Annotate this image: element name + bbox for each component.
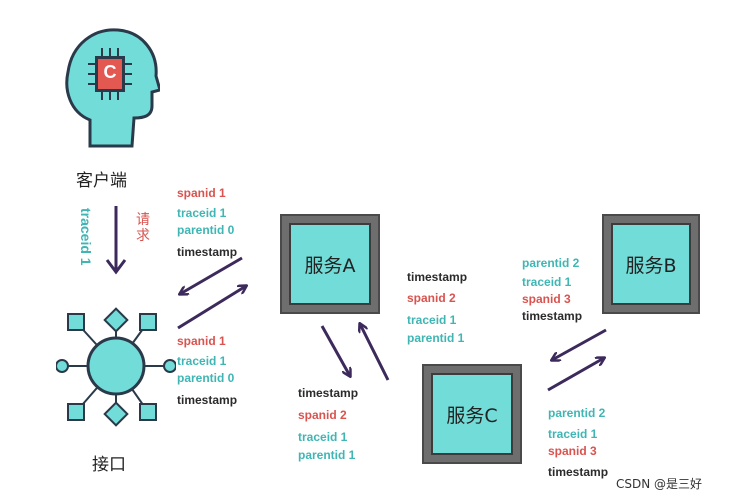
parentid-label: parentid 0: [177, 371, 235, 385]
service-a-label: 服务A: [304, 254, 356, 277]
arrow-b-to-c: [552, 328, 607, 360]
service-b-box: 服务B: [602, 214, 700, 314]
chip-letter: C: [103, 62, 117, 82]
spanid-label: spanid 3: [548, 444, 597, 458]
label-block-bottom-left: spanid 1 traceid 1 parentid 0 timestamp: [177, 334, 237, 407]
timestamp-label: timestamp: [548, 465, 609, 479]
label-block-top-left: spanid 1 traceid 1 parentid 0 timestamp: [177, 186, 237, 259]
label-block-mid-a: timestamp spanid 2 traceid 1 parentid 1: [407, 270, 467, 345]
timestamp-label: timestamp: [298, 386, 359, 400]
traceid-label: traceid 1: [548, 427, 598, 441]
timestamp-label: timestamp: [177, 393, 238, 407]
label-block-mid-low: timestamp spanid 2 traceid 1 parentid 1: [298, 386, 358, 462]
traceid-label: traceid 1: [522, 275, 572, 289]
traceid-label: traceid 1: [407, 313, 457, 327]
arrow-interface-to-a: [177, 286, 246, 330]
arrow-a-to-interface: [180, 256, 243, 294]
request-label: 请求: [136, 212, 150, 244]
spanid-label: spanid 1: [177, 186, 226, 200]
parentid-label: parentid 0: [177, 223, 235, 237]
arrow-c-to-b: [547, 358, 604, 392]
label-block-c-right: parentid 2 traceid 1 spanid 3 timestamp: [548, 406, 608, 479]
arrow-a-to-c: [320, 325, 350, 376]
service-b-label: 服务B: [625, 254, 677, 277]
service-a-box: 服务A: [280, 214, 380, 314]
arrow-c-to-a: [360, 324, 390, 381]
traceid-label: traceid 1: [177, 206, 227, 220]
interface-label: 接口: [92, 455, 126, 475]
spanid-label: spanid 2: [407, 291, 456, 305]
spanid-label: spanid 3: [522, 292, 571, 306]
traceid-label: traceid 1: [177, 354, 227, 368]
spanid-label: spanid 1: [177, 334, 226, 348]
parentid-label: parentid 1: [407, 331, 465, 345]
service-c-label: 服务C: [446, 404, 498, 427]
timestamp-label: timestamp: [177, 245, 238, 259]
down-arrow-icon: [105, 206, 127, 275]
interface-network-icon: [56, 307, 176, 427]
client-head-icon: [65, 28, 160, 148]
label-block-b-left: parentid 2 traceid 1 spanid 3 timestamp: [522, 256, 582, 323]
csdn-watermark: CSDN @是三好: [616, 477, 703, 491]
parentid-label: parentid 1: [298, 448, 356, 462]
timestamp-label: timestamp: [407, 270, 468, 284]
client-label: 客户端: [76, 171, 127, 191]
timestamp-label: timestamp: [522, 309, 583, 323]
spanid-label: spanid 2: [298, 408, 347, 422]
parentid-label: parentid 2: [548, 406, 606, 420]
parentid-label: parentid 2: [522, 256, 580, 270]
traceid-label: traceid 1: [298, 430, 348, 444]
service-c-box: 服务C: [422, 364, 522, 464]
